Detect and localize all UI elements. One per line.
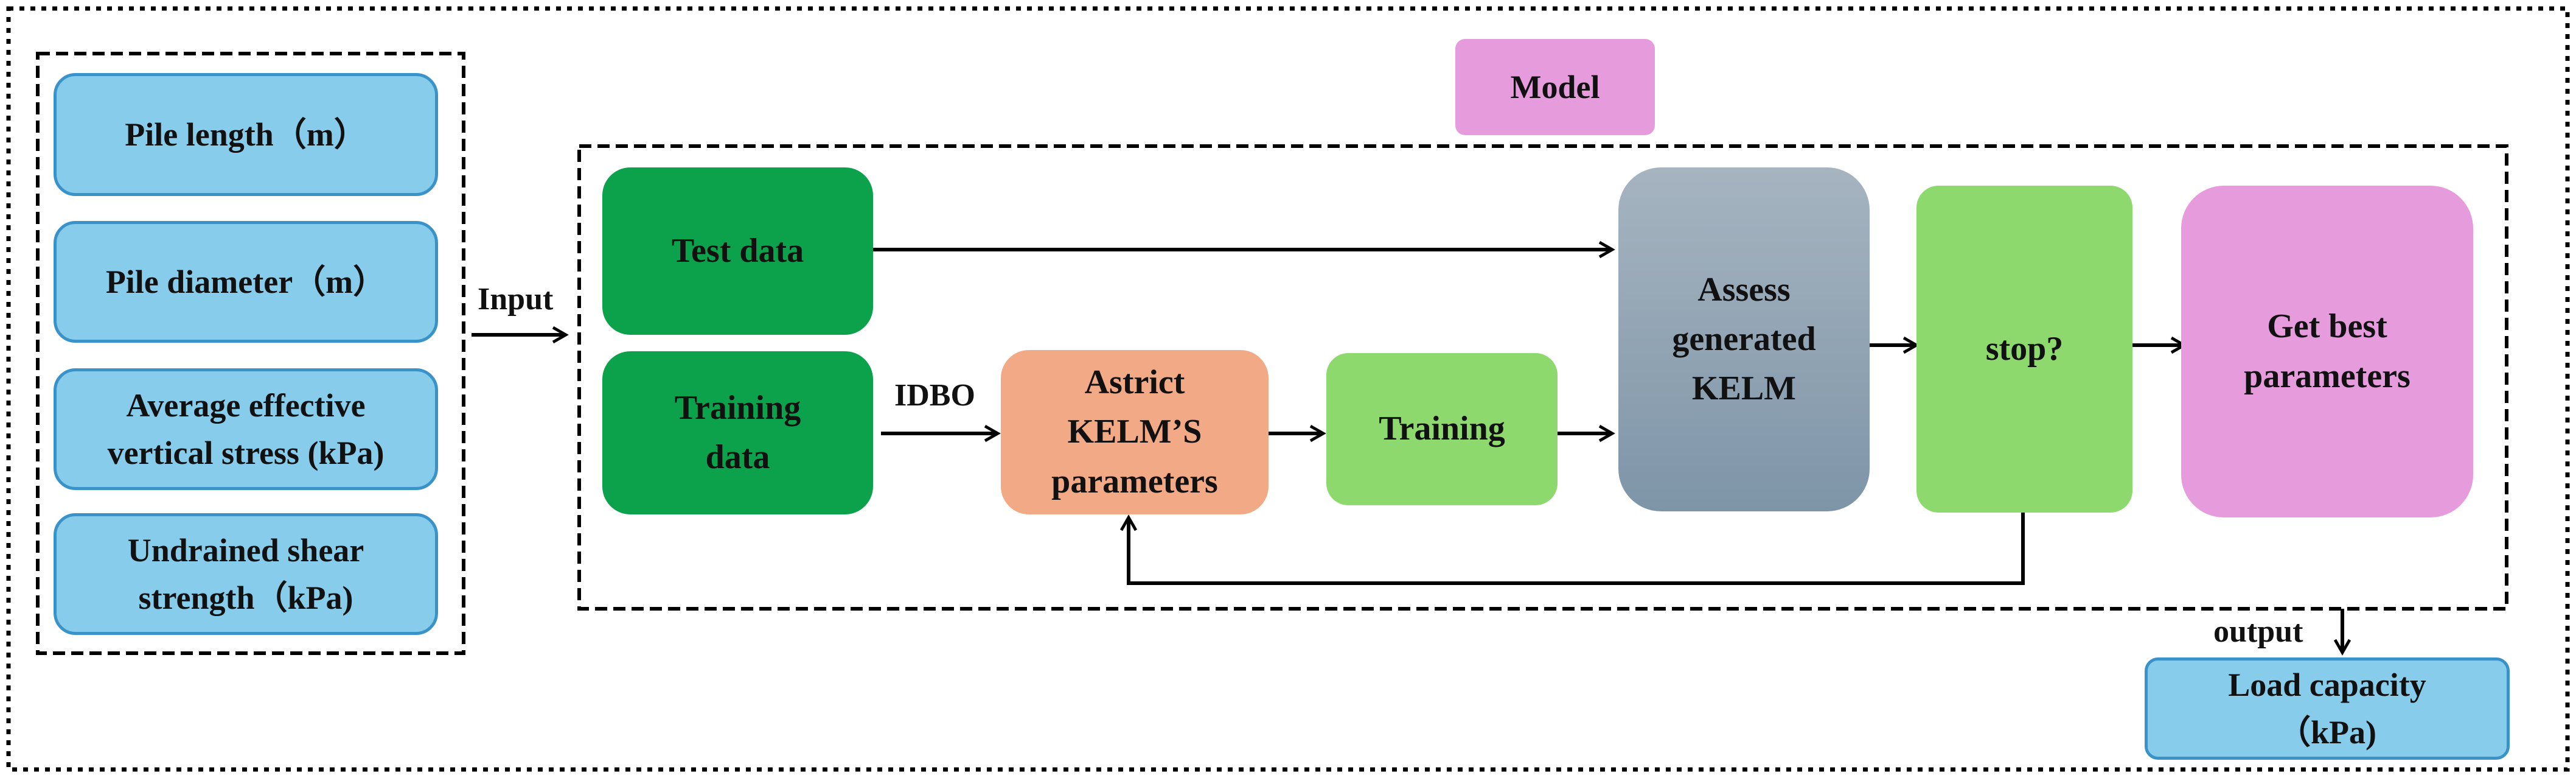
test-data-node: Test data xyxy=(602,167,873,335)
input-group-frame xyxy=(36,52,465,655)
training-data-node: Training data xyxy=(602,351,873,514)
input-label: Input xyxy=(478,282,554,317)
input-vertical-stress-label: Average effective vertical stress (kPa) xyxy=(107,387,385,471)
stop-decision-label: stop? xyxy=(1985,329,2064,368)
load-capacity-label: Load capacity （kPa) xyxy=(2228,666,2426,751)
model-title-label: Model xyxy=(1510,68,1600,105)
outer-frame xyxy=(6,6,2570,772)
model-title: Model xyxy=(1455,39,1655,135)
astrict-parameters-label: Astrict KELM’S parameters xyxy=(1051,363,1218,500)
input-shear-strength: Undrained shear strength（kPa) xyxy=(54,513,438,635)
training-label: Training xyxy=(1379,410,1505,448)
training-data-label: Training data xyxy=(674,388,801,476)
stop-decision-node: stop? xyxy=(1916,186,2132,513)
input-pile-length: Pile length（m） xyxy=(54,73,438,196)
input-pile-diameter-label: Pile diameter（m） xyxy=(105,263,386,300)
feedback-loop-arrow xyxy=(1119,513,2025,585)
assess-kelm-label: Assess generated KELM xyxy=(1672,270,1816,408)
input-shear-strength-label: Undrained shear strength（kPa) xyxy=(127,531,364,616)
output-label: output xyxy=(2213,614,2303,649)
idbo-label: IDBO xyxy=(894,378,975,413)
input-vertical-stress: Average effective vertical stress (kPa) xyxy=(54,368,438,490)
astrict-parameters-node: Astrict KELM’S parameters xyxy=(1001,350,1269,514)
best-parameters-node: Get best parameters xyxy=(2181,186,2473,517)
input-pile-length-label: Pile length（m） xyxy=(125,116,367,153)
best-parameters-label: Get best parameters xyxy=(2244,307,2411,395)
assess-kelm-node: Assess generated KELM xyxy=(1618,167,1870,511)
load-capacity-output: Load capacity （kPa) xyxy=(2145,657,2510,760)
model-frame xyxy=(577,144,2508,611)
input-pile-diameter: Pile diameter（m） xyxy=(54,221,438,343)
test-data-label: Test data xyxy=(671,231,804,270)
training-node: Training xyxy=(1326,353,1558,505)
